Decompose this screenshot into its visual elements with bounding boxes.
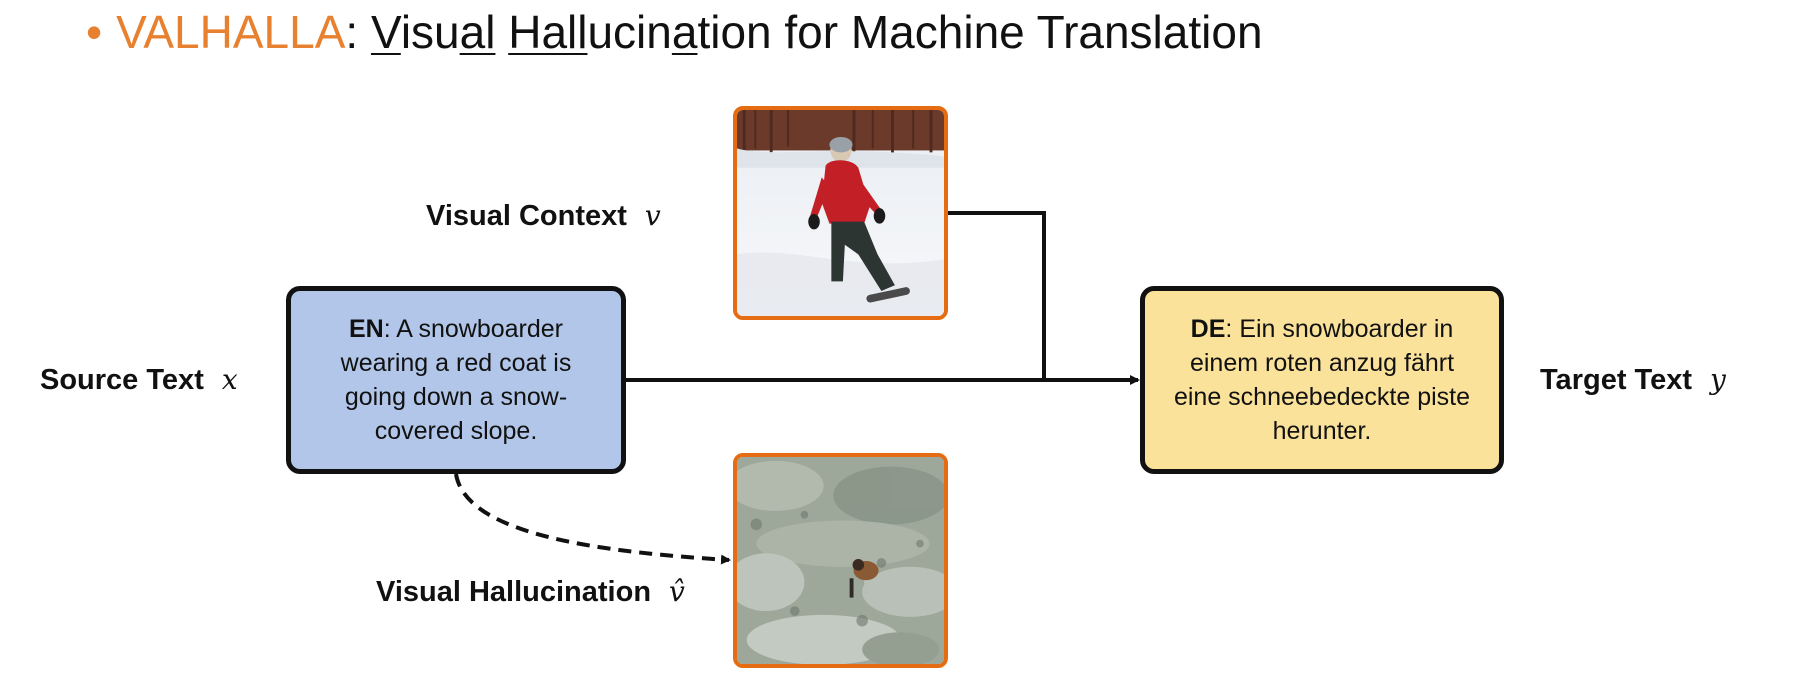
source-text-box: EN: A snowboarder wearing a red coat is … (286, 286, 626, 474)
title-underlined-segment: a (671, 6, 698, 58)
bullet-icon: • (86, 6, 103, 58)
title-underlined-segment: Hall (508, 6, 588, 58)
target-text-box: DE: Ein snowboarder in einem roten anzug… (1140, 286, 1504, 474)
title-underlined-segment: al (459, 6, 496, 58)
visual-context-connector (948, 211, 1046, 380)
visual-context-label-text: Visual Context (426, 200, 627, 232)
visual-hallucination-symbol: v̂ (669, 575, 685, 608)
snowboarder-photo-icon (737, 110, 944, 316)
visual-context-image (733, 106, 948, 320)
target-sentence: Ein snowboarder in einem roten anzug fäh… (1173, 315, 1471, 445)
title-separator: : (345, 6, 371, 58)
title-segment: ucin (587, 6, 672, 58)
target-text-symbol: y (1710, 363, 1726, 396)
title-underlined-segment: V (370, 6, 401, 58)
title-segment: isu (400, 6, 460, 58)
target-lang-code: DE (1190, 315, 1226, 343)
source-text-content: EN: A snowboarder wearing a red coat is … (309, 312, 603, 448)
hallucination-dashed-arrow (454, 473, 731, 565)
visual-context-symbol: v (644, 199, 661, 232)
target-text-label-text: Target Text (1540, 364, 1693, 396)
source-sentence: A snowboarder wearing a red coat is goin… (340, 315, 572, 445)
visual-context-label: Visual Context v (426, 196, 661, 236)
source-text-symbol: x (221, 363, 238, 396)
generated-snowboarder-image-icon (737, 457, 944, 664)
title-expansion: Visual Hallucination for Machine Transla… (371, 6, 1263, 58)
slide-title: •VALHALLA: Visual Hallucination for Mach… (86, 2, 1263, 62)
visual-hallucination-label-text: Visual Hallucination (376, 576, 652, 608)
target-text-label: Target Text y (1540, 360, 1726, 400)
target-text-content: DE: Ein snowboarder in einem roten anzug… (1163, 312, 1481, 448)
source-lang-sep: : (383, 315, 397, 343)
visual-hallucination-image (733, 453, 948, 668)
source-lang-code: EN (348, 315, 384, 343)
title-segment: tion for Machine Translation (697, 6, 1263, 58)
title-acronym: VALHALLA (116, 6, 346, 58)
target-lang-sep: : (1225, 315, 1240, 343)
source-text-label-text: Source Text (40, 364, 204, 396)
source-text-label: Source Text x (40, 360, 238, 400)
visual-hallucination-label: Visual Hallucination v̂ (376, 572, 685, 612)
